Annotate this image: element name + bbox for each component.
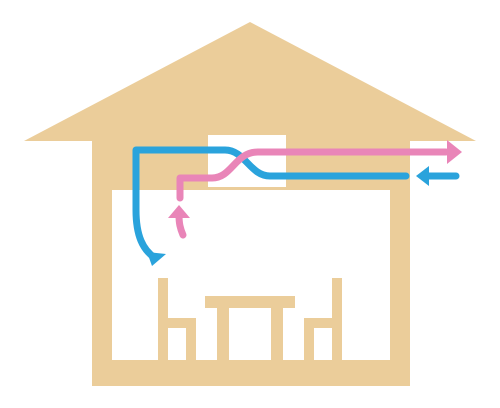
- supply-air-duct: [132, 146, 410, 262]
- arrow-down-icon: [147, 252, 166, 266]
- supply-air-path: [132, 146, 410, 262]
- dining-table-icon: [205, 296, 295, 360]
- exhaust-air-duct: [176, 148, 450, 202]
- chair-icon: [158, 278, 196, 360]
- furniture: [158, 278, 342, 360]
- fresh-air-intake: [416, 166, 460, 186]
- chair-icon: [304, 278, 342, 360]
- arrow-up-icon: [168, 205, 190, 218]
- arrow-right-icon: [447, 140, 462, 164]
- arrow-left-icon: [416, 166, 429, 186]
- house-roof: [24, 22, 476, 141]
